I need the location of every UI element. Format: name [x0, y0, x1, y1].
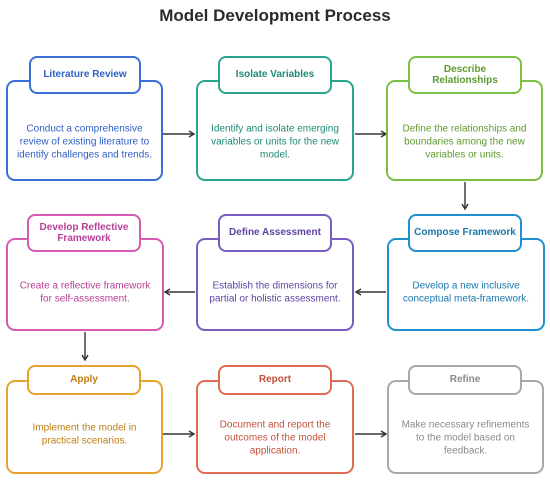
step-1-description: Conduct a comprehensive review of existi…	[16, 122, 153, 160]
step-9-description: Make necessary refinements to the model …	[401, 419, 530, 457]
step-9-box: Make necessary refinements to the model …	[387, 380, 544, 474]
step-2-description: Identify and isolate emerging variables …	[211, 122, 339, 160]
step-7-box: Implement the model in practical scenari…	[6, 380, 163, 474]
step-1-label: Literature Review	[29, 56, 141, 94]
step-9-label: Refine	[408, 365, 522, 395]
step-5-box: Establish the dimensions for partial or …	[196, 238, 354, 331]
step-4-label: Compose Framework	[408, 214, 522, 252]
step-5-label: Define Assessment	[218, 214, 332, 252]
step-3-label: Describe Relationships	[408, 56, 522, 94]
step-8-box: Document and report the outcomes of the …	[196, 380, 354, 474]
step-8-description: Document and report the outcomes of the …	[219, 419, 331, 457]
step-6-label: Develop Reflective Framework	[27, 214, 141, 252]
diagram-title: Model Development Process	[159, 6, 391, 25]
step-7-description: Implement the model in practical scenari…	[32, 422, 137, 447]
step-2-label: Isolate Variables	[218, 56, 332, 94]
step-5-description: Establish the dimensions for partial or …	[209, 279, 341, 304]
step-3-description: Define the relationships and boundaries …	[402, 122, 527, 160]
step-2-box: Identify and isolate emerging variables …	[196, 80, 354, 181]
step-8-label: Report	[218, 365, 332, 395]
step-3-box: Define the relationships and boundaries …	[386, 80, 543, 181]
step-4-description: Develop a new inclusive conceptual meta-…	[402, 279, 530, 304]
step-1-box: Conduct a comprehensive review of existi…	[6, 80, 163, 181]
step-7-label: Apply	[27, 365, 141, 395]
step-6-description: Create a reflective framework for self-a…	[19, 279, 151, 304]
